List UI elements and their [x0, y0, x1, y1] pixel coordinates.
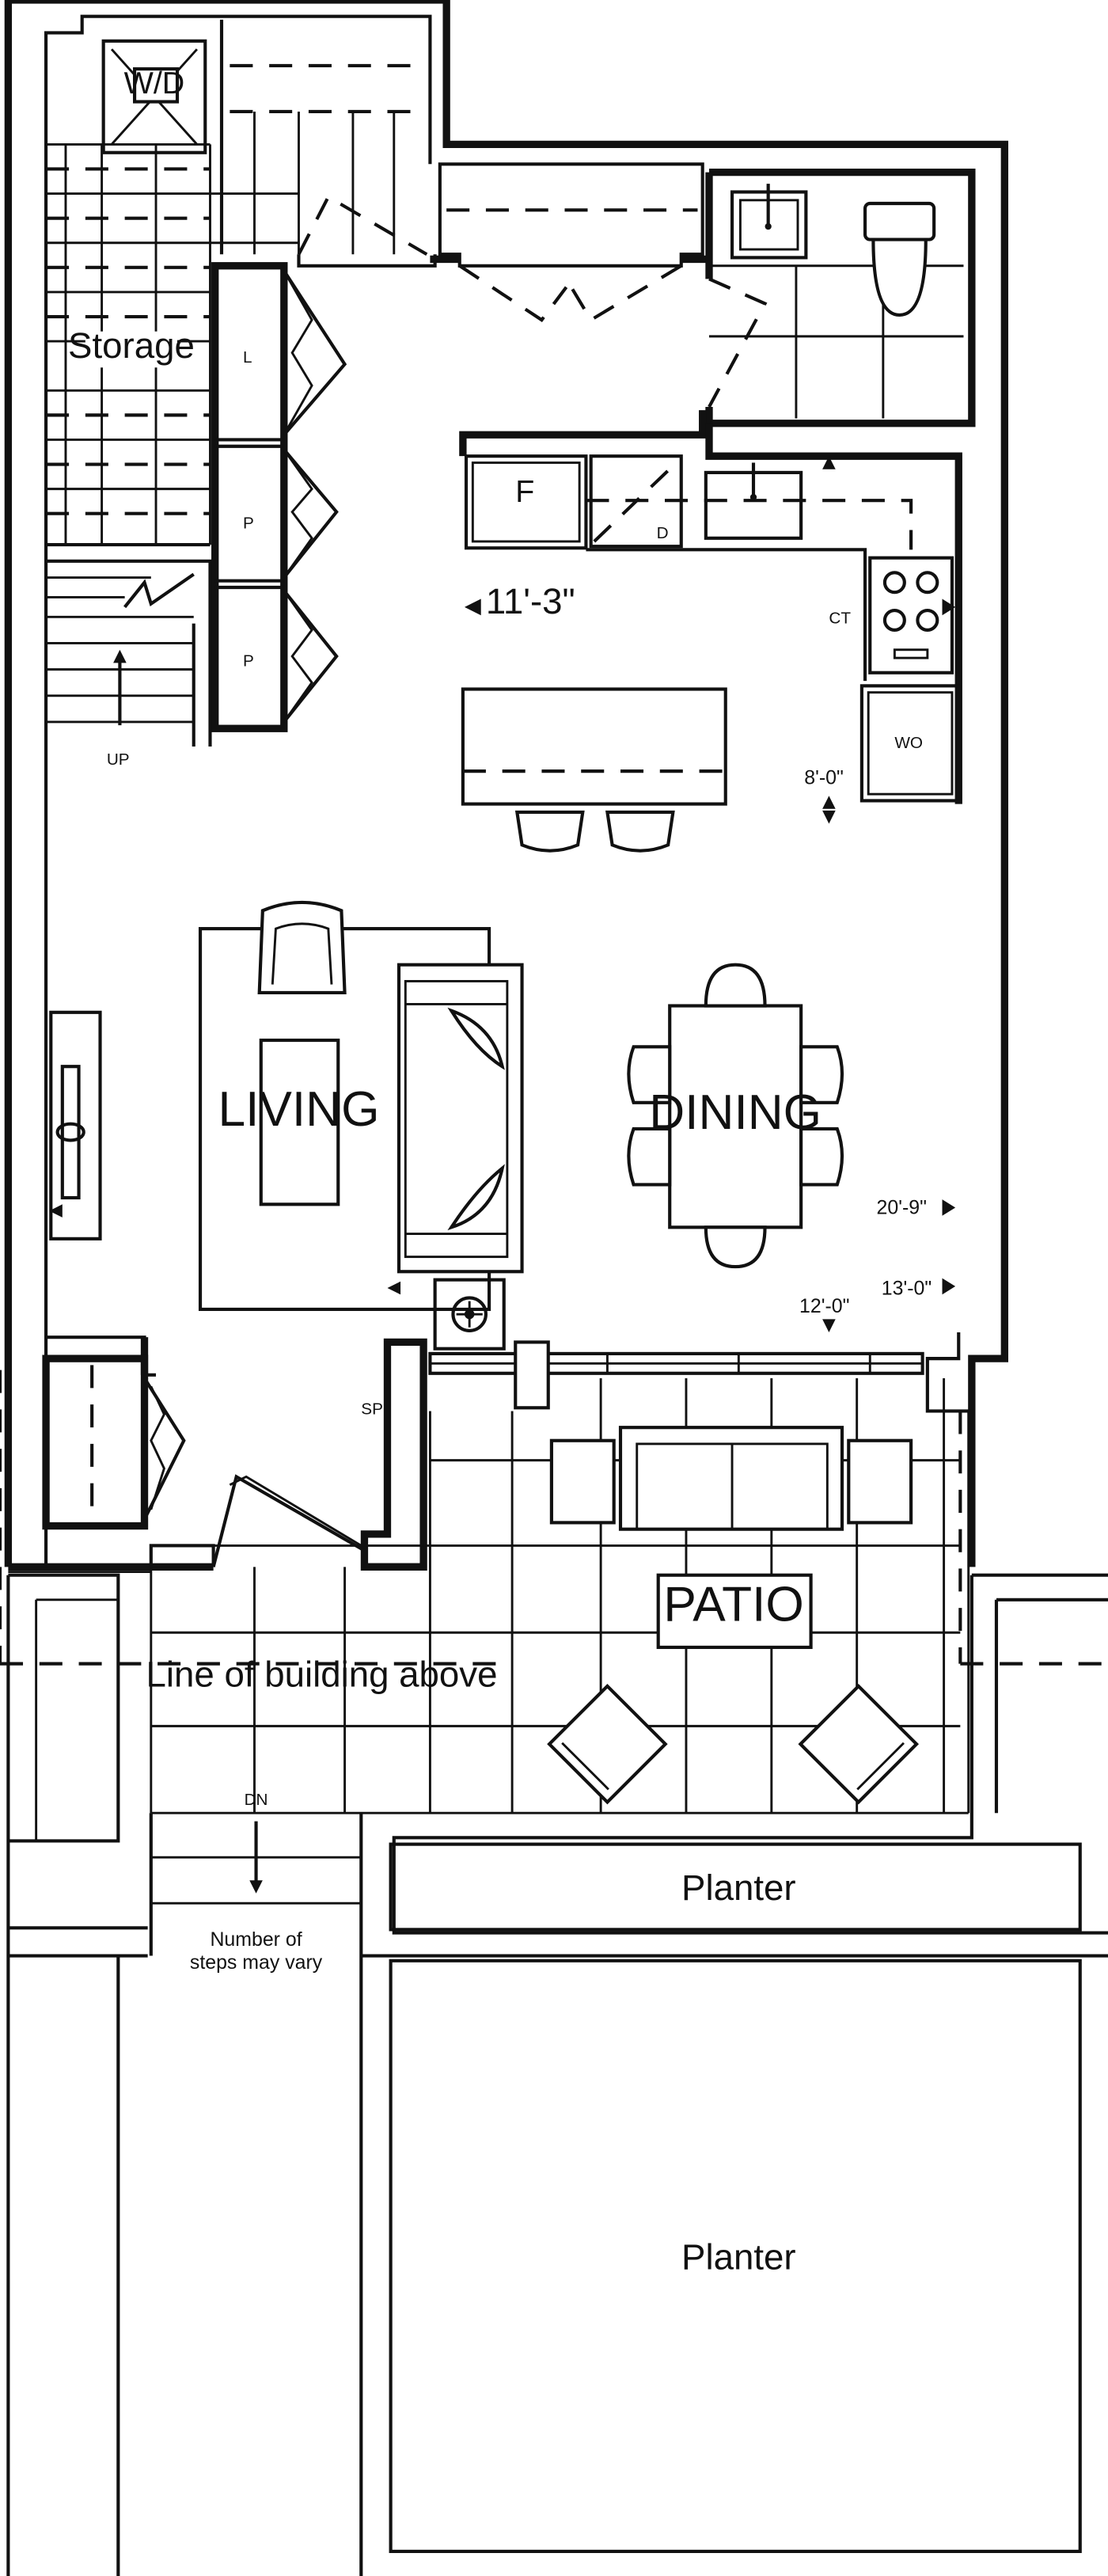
planter-large-label: Planter — [681, 2236, 796, 2277]
closets: L P P — [211, 262, 347, 732]
building-line-above: Line of building above — [0, 1370, 1108, 1695]
steps-note-line2: steps may vary — [190, 1951, 323, 1974]
living-label: LIVING — [218, 1082, 379, 1137]
dining-label: DINING — [649, 1085, 822, 1140]
cooktop-label: CT — [829, 610, 851, 628]
dining-width-dimension: 12'-0" — [799, 1295, 849, 1317]
fridge-label: F — [515, 474, 534, 509]
storage-label: Storage — [68, 325, 195, 366]
front-wall-windows: SP — [140, 1337, 924, 1571]
patio: PATIO — [150, 1377, 970, 1814]
down-label: DN — [245, 1791, 268, 1809]
entry-foyer — [430, 162, 709, 323]
powder-room — [705, 168, 976, 427]
steps-down: DN Number of steps may vary — [149, 1791, 363, 1985]
exterior-walls — [4, 0, 1008, 1574]
steps-note-line1: Number of — [210, 1928, 302, 1951]
stairs-up: UP — [46, 559, 212, 769]
kitchen-depth-dimension: 8'-0" — [804, 767, 844, 789]
dishwasher-label: D — [657, 524, 669, 542]
planter-small-label: Planter — [681, 1867, 796, 1908]
kitchen-width-dimension: 11'-3" — [486, 581, 575, 621]
entry-closet-front-door — [42, 1354, 366, 1567]
living-width-dimension: 13'-0" — [882, 1277, 932, 1299]
kitchen: F D CT WO 11'-3" 8'-0" — [459, 410, 962, 853]
pantry-label-1: P — [243, 514, 254, 532]
building-line-label: Line of building above — [146, 1655, 498, 1695]
landscape: Planter Planter — [6, 1573, 1108, 2576]
patio-label: PATIO — [663, 1578, 803, 1632]
dining-length-dimension: 20'-9" — [877, 1197, 927, 1219]
sump-pump-label: SP — [361, 1400, 383, 1419]
wall-oven-label: WO — [894, 734, 923, 752]
pantry-label-2: P — [243, 652, 254, 670]
dining-room: DINING 20'-9" 13'-0" 12'-0" — [627, 963, 956, 1332]
living-room: LIVING — [49, 900, 524, 1351]
stairs-up-label: UP — [107, 750, 130, 769]
laundry-storage-area: W/D Storage — [46, 19, 437, 547]
linen-closet-label: L — [243, 348, 252, 367]
wd-label: W/D — [124, 66, 185, 101]
